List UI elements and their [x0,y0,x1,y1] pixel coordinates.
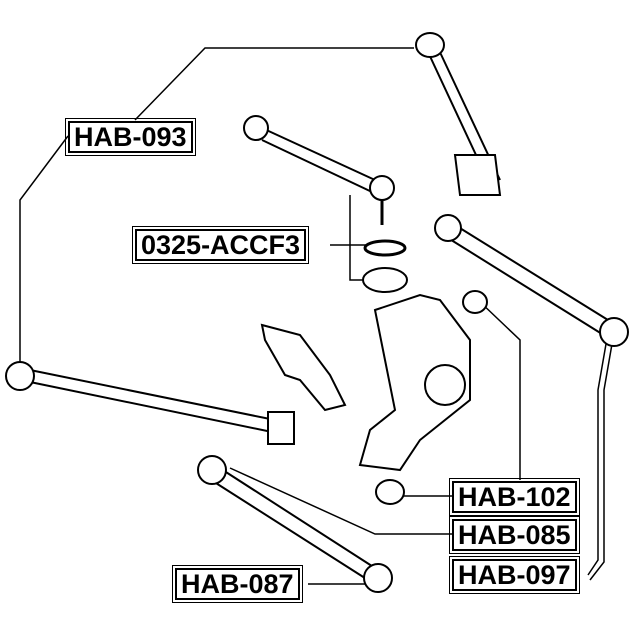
seal-ring [363,239,407,257]
trailing-arm [447,224,609,335]
bushing-control [243,115,269,141]
bushing-bottom-left [197,455,227,485]
part-label-hab-102: HAB-102 [449,478,580,516]
lower-arm-bottom [207,464,376,581]
leader-hab102 [400,299,521,497]
control-arm [261,127,376,193]
bushing-left [5,361,35,391]
bushing-bottom-right [363,563,393,593]
dust-boot [362,267,408,293]
part-label-hab-093: HAB-093 [65,118,196,156]
leader-hab097 [587,343,613,581]
bushing-trailing-rear [599,317,629,347]
bushing-trailing-front [434,214,462,242]
bushing-loose [375,479,405,505]
bracket-small [260,323,347,412]
part-label-0325-accf3: 0325-ACCF3 [131,226,310,264]
bushing-right-lower [267,411,295,445]
bushing-hab102 [462,290,488,314]
hub [424,364,466,406]
knuckle [358,293,471,472]
ball-joint [369,175,395,201]
lower-arm-left [29,369,276,433]
leader-acc [330,195,372,281]
part-label-hab-085: HAB-085 [449,516,580,554]
part-label-hab-097: HAB-097 [449,556,580,594]
part-label-hab-087: HAB-087 [172,565,303,603]
leader-hab093 [19,47,414,365]
upper-bracket [453,154,502,196]
bushing-top [415,32,445,58]
leader-hab085 [229,467,452,535]
